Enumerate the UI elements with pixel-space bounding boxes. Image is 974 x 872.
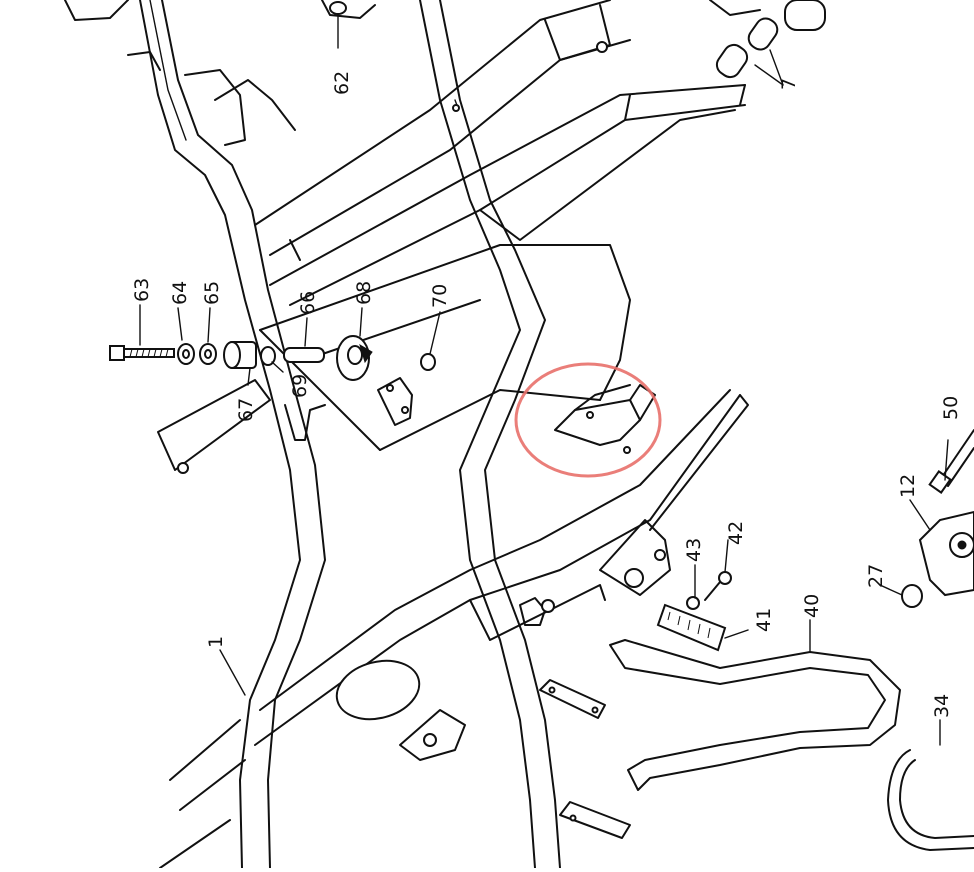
label-64: 64 (169, 281, 191, 305)
rubber-mount-68 (336, 335, 373, 381)
washer-43 (686, 596, 700, 610)
leader-lines (139, 14, 949, 746)
label-43: 43 (683, 538, 705, 562)
central-cross-member (259, 244, 631, 451)
callout-labels: 1 7 12 27 34 40 41 42 43 50 62 63 64 65 … (131, 71, 962, 718)
mounting-12 (918, 510, 974, 597)
label-41: 41 (753, 608, 775, 632)
pad-41 (656, 603, 727, 652)
highlight-circle (514, 362, 662, 478)
bush-7 (709, 0, 826, 79)
label-42: 42 (725, 521, 747, 545)
label-50: 50 (940, 396, 962, 420)
spring-34 (887, 749, 974, 851)
lower-cross-member (254, 389, 749, 746)
label-27: 27 (865, 564, 887, 588)
top-left-bracket (64, 0, 296, 146)
strap-40 (609, 639, 901, 791)
washer-65 (199, 343, 217, 365)
washer-69 (260, 346, 276, 366)
washer-64 (177, 343, 195, 365)
sleeve-66 (283, 347, 325, 363)
label-69: 69 (289, 374, 311, 398)
screw-42 (704, 571, 732, 601)
label-70: 70 (429, 284, 451, 308)
bolt-63 (109, 345, 175, 361)
upper-cross-member (269, 84, 746, 306)
spring-hanger-bracket (399, 519, 671, 761)
label-66: 66 (297, 291, 319, 315)
bush-67 (223, 341, 257, 369)
bolt-50 (928, 429, 974, 494)
rear-cross-member (159, 719, 246, 869)
frame-plates (519, 597, 631, 839)
label-12: 12 (897, 474, 919, 498)
label-65: 65 (201, 281, 223, 305)
plate-mount-70 (377, 353, 436, 426)
left-side-rail (139, 0, 326, 869)
label-67: 67 (235, 398, 257, 422)
highlighted-body-mount-bracket (514, 362, 662, 478)
right-side-rail (419, 0, 561, 869)
part-62 (321, 0, 376, 19)
label-68: 68 (353, 281, 375, 305)
left-outrigger-bracket (157, 379, 326, 474)
label-7: 7 (778, 78, 800, 90)
label-1: 1 (205, 636, 227, 648)
label-40: 40 (801, 594, 823, 618)
label-34: 34 (931, 694, 953, 718)
nut-27 (901, 584, 923, 608)
label-63: 63 (131, 278, 153, 302)
label-62: 62 (331, 71, 353, 95)
front-cross-member (254, 0, 631, 261)
